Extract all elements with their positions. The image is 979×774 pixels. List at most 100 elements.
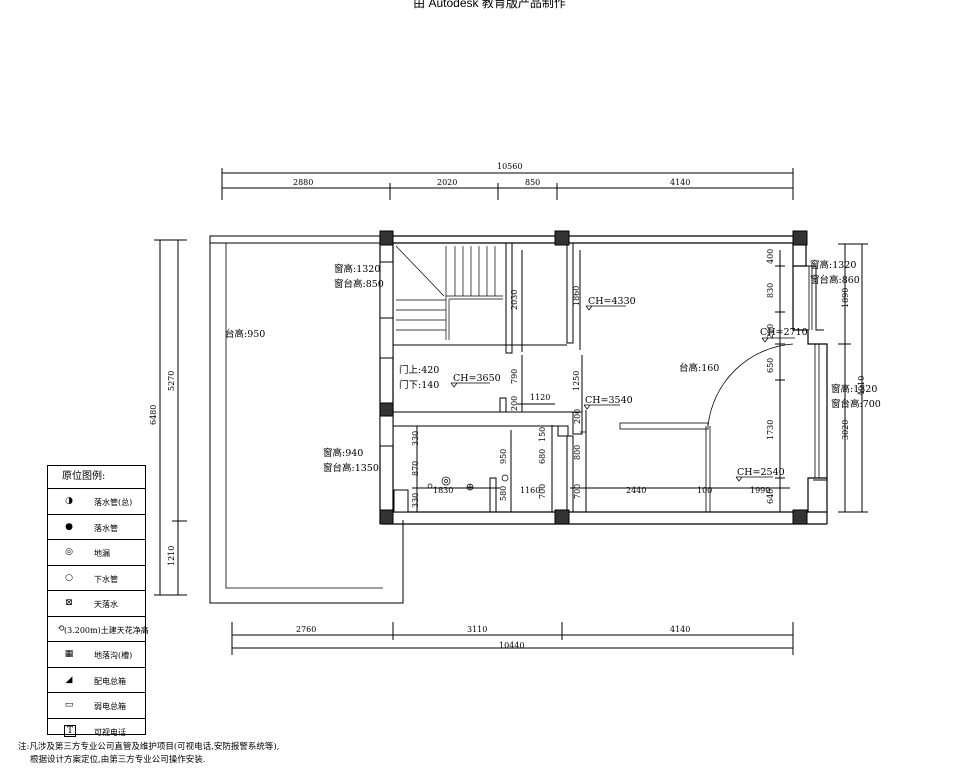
legend-row: ⊠ 天落水 <box>48 591 145 617</box>
door-swing <box>619 343 794 512</box>
dim-right-seg-b: 3020 <box>841 419 850 440</box>
legend-row: ▭ 弱电总箱 <box>48 693 145 719</box>
label-window-height-1: 窗高:1320 <box>334 264 381 275</box>
legend-row: ◢ 配电总箱 <box>48 668 145 693</box>
dim-right-650: 650 <box>766 357 775 373</box>
dim-mid-200: 200 <box>510 395 519 411</box>
label-window-height-3: 窗高:940 <box>323 448 364 459</box>
column <box>792 509 808 525</box>
dim-bath-800: 800 <box>573 444 582 460</box>
dim-bath-680: 680 <box>538 448 547 464</box>
legend-text: 下水管 <box>94 574 118 584</box>
dim-bath-330b: 330 <box>411 492 420 508</box>
floor-drain-icon <box>441 476 451 486</box>
dim-bottom-100: 100 <box>697 486 713 495</box>
legend-row: ⟲(3.200m)土建天花净高 <box>48 617 149 642</box>
dim-mid-1120: 1120 <box>530 393 551 402</box>
label-window-height-r2: 窗高:1320 <box>831 384 878 395</box>
dim-bath-870: 870 <box>411 460 420 476</box>
legend-row: ▦地落沟(槽) <box>48 642 145 668</box>
legend-row: ○ 下水管 <box>48 566 145 591</box>
dim-bath-1160: 1160 <box>520 486 541 495</box>
dim-top-seg-3: 850 <box>525 178 541 187</box>
label-platform-height: 台高:160 <box>679 363 720 374</box>
legend-text: (3.200m)土建天花净高 <box>64 625 149 635</box>
column <box>792 230 808 246</box>
ceiling-height-markers <box>450 305 795 482</box>
dim-bath-700b: 700 <box>573 483 582 499</box>
column <box>554 230 570 246</box>
walls <box>209 230 828 604</box>
sewer-pipe-icon: ○ <box>65 572 73 583</box>
terrace-top-wall <box>209 235 384 244</box>
dim-top-seg-2: 2020 <box>437 178 458 187</box>
floor-trench-icon: ▦ <box>64 649 74 659</box>
label-ch-3650: CH=3650 <box>453 373 501 384</box>
power-box-icon: ◢ <box>65 674 73 685</box>
label-sill-height-3: 窗台高:1350 <box>323 463 379 474</box>
label-sill-height-r1: 窗台高:860 <box>810 275 860 286</box>
legend-text: 落水管 <box>94 523 118 533</box>
column <box>554 509 570 525</box>
watermark-header: 由 Autodesk 教育版产品制作 <box>413 0 566 10</box>
dim-right-400: 400 <box>766 248 775 264</box>
dim-bath-330a: 330 <box>411 430 420 446</box>
label-ch-2540: CH=2540 <box>737 467 785 478</box>
fixtures <box>427 431 586 491</box>
floor-drain-icon <box>501 474 509 482</box>
label-ch-2710: CH=2710 <box>760 327 808 338</box>
label-door-down: 门下:140 <box>399 380 440 391</box>
dim-bottom-2440: 2440 <box>626 486 647 495</box>
ceiling-height-icon: ⟲ <box>57 623 65 634</box>
note-line-1: 注:凡涉及第三方专业公司直管及维护项目(可视电话,安防报警系统等), <box>18 742 280 752</box>
dim-left-upper: 5270 <box>167 370 176 391</box>
dim-right-830: 830 <box>766 282 775 298</box>
dim-bottom-seg-1: 2760 <box>296 625 317 634</box>
downpipe-icon: ● <box>65 521 73 532</box>
note-line-2: 根据设计方案定位,由第三方专业公司操作安装. <box>30 755 206 765</box>
label-sill-height-r2: 窗台高:700 <box>831 399 881 410</box>
legend-text: 弱电总箱 <box>94 702 126 711</box>
dim-stair-2030: 2030 <box>510 289 519 310</box>
dim-top-seg-1: 2880 <box>293 178 314 187</box>
legend-text: 落水管(总) <box>94 498 133 507</box>
label-window-height-r1: 窗高:1320 <box>810 260 857 271</box>
dim-right-seg-a: 1890 <box>841 287 850 308</box>
main-downpipe-icon: ◑ <box>65 496 73 506</box>
legend-row: ● 落水管 <box>48 515 145 540</box>
low-voltage-box-icon: ▭ <box>64 700 74 710</box>
legend-text: 天落水 <box>94 600 118 609</box>
legend-row: ◎地漏 <box>48 540 145 566</box>
dim-bottom-total: 10440 <box>499 641 525 650</box>
column <box>379 230 394 246</box>
dim-bath-950: 950 <box>499 448 508 464</box>
dim-bottom-1990: 1990 <box>750 486 771 495</box>
label-terrace-height: 台高:950 <box>225 329 266 340</box>
column <box>379 509 394 525</box>
floor-drain-icon: ◎ <box>65 547 73 557</box>
drain-pipe-icon <box>427 483 433 489</box>
dim-bottom-seg-2: 3110 <box>467 625 488 634</box>
column <box>379 402 394 417</box>
dim-bath-200: 200 <box>573 408 582 424</box>
legend-panel: 原位图例: ◑ 落水管(总) ● 落水管 ◎地漏 ○ 下水管 ⊠ 天落水 ⟲(3.200… <box>47 465 149 737</box>
dim-bath-580: 580 <box>499 485 508 501</box>
dim-mid-790: 790 <box>510 368 519 384</box>
legend-title: 原位图例: <box>48 466 145 489</box>
legend-text: 可视电话 <box>94 727 126 737</box>
dim-mid-1860: 1860 <box>572 285 581 306</box>
sky-drain-icon: ⊠ <box>65 598 73 608</box>
legend-text: 配电总箱 <box>94 676 126 686</box>
label-door-up: 门上:420 <box>399 365 440 376</box>
dim-right-1730: 1730 <box>766 419 775 440</box>
dim-mid-1250: 1250 <box>572 370 581 391</box>
dim-bottom-seg-3: 4140 <box>670 625 691 634</box>
dim-top-total: 10560 <box>497 162 523 171</box>
dim-bath-150: 150 <box>538 426 547 442</box>
dim-left-total: 6480 <box>149 404 158 425</box>
label-ch-3540: CH=3540 <box>585 395 633 406</box>
dimension-lines <box>154 168 868 655</box>
label-sill-height-1: 窗台高:850 <box>334 279 384 290</box>
